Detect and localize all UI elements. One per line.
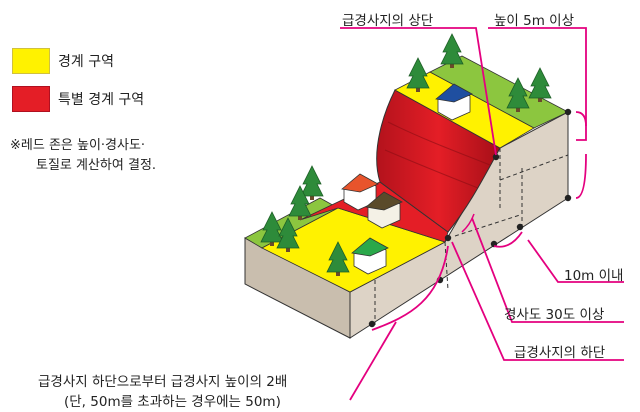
red-zone-note: ※레드 존은 높이·경사도· 토질로 계산하여 결정. bbox=[10, 136, 156, 176]
note-line-1: ※레드 존은 높이·경사도· bbox=[10, 138, 146, 153]
within-10m-label: 10m 이내 bbox=[564, 268, 624, 284]
callout-lines bbox=[340, 27, 624, 401]
house-icon bbox=[341, 83, 473, 275]
distance-label-line2: (단, 50m를 초과하는 경우에는 50m) bbox=[64, 394, 281, 410]
legend-item-special-zone: 특별 경계 구역 bbox=[12, 86, 144, 112]
bottom-edge-label: 급경사지의 하단 bbox=[514, 345, 606, 361]
distance-label-line1: 급경사지 하단으로부터 급경사지 높이의 2배 bbox=[38, 374, 288, 390]
legend: 경계 구역 특별 경계 구역 bbox=[12, 48, 144, 124]
top-edge-label: 급경사지의 상단 bbox=[342, 13, 434, 29]
note-line-2: 토질로 계산하여 결정. bbox=[36, 158, 157, 173]
legend-label: 특별 경계 구역 bbox=[58, 92, 145, 108]
special-zone-swatch bbox=[12, 86, 50, 112]
legend-item-warning-zone: 경계 구역 bbox=[12, 48, 144, 74]
legend-label: 경계 구역 bbox=[58, 54, 114, 70]
height-label: 높이 5m 이상 bbox=[494, 13, 575, 29]
warning-zone-swatch bbox=[12, 48, 50, 74]
slope-angle-label: 경사도 30도 이상 bbox=[504, 307, 605, 323]
